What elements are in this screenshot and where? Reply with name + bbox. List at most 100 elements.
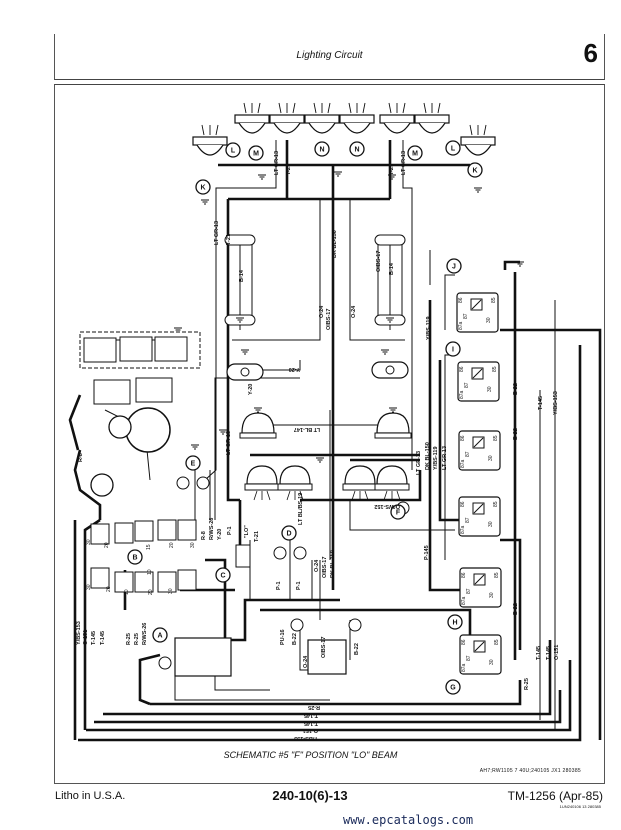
indicator-lamp-icon — [196, 476, 210, 490]
light-ray-icon — [423, 102, 427, 114]
wire — [300, 470, 422, 502]
light-ray-icon — [266, 490, 271, 501]
lamp-bulb-icon — [418, 122, 446, 134]
wire — [402, 140, 413, 420]
drawing-code: AH7;RW1105 7 40U;240105 JX1 280385 — [479, 768, 581, 774]
wire-label: Y/BS-153 — [76, 621, 82, 645]
relay-pin-label: 30 — [487, 386, 493, 392]
connector-label: L — [451, 146, 456, 153]
page-title: Lighting Circuit — [296, 50, 363, 61]
connector-l-icon — [445, 140, 461, 156]
fuse-icon — [157, 571, 177, 593]
relay-coil-line — [472, 368, 483, 379]
relay-pin-label: 30 — [489, 592, 495, 598]
dome-lamp-icon — [376, 412, 410, 434]
wire-label: B-22 — [513, 383, 519, 395]
relay-pin-label: 85 — [491, 297, 497, 303]
wire — [349, 200, 405, 341]
lamp-cap-icon — [269, 114, 305, 124]
relay-pin-label: 85 — [494, 639, 500, 645]
light-ray-icon — [292, 102, 296, 114]
connector-k-icon — [467, 162, 483, 178]
indicator-lamp-icon — [176, 476, 190, 490]
battery-icon — [154, 336, 188, 362]
relay-coil-line — [474, 641, 485, 652]
fuse-rating: 30 — [86, 584, 92, 590]
relay-box — [458, 430, 501, 471]
battery-icon — [119, 336, 153, 362]
indicator-lamp-icon — [348, 618, 362, 632]
connector-k-icon — [195, 179, 211, 195]
connector-m-icon — [407, 145, 423, 161]
relay-pin-label: 87a — [461, 663, 467, 672]
light-ray-icon — [388, 102, 392, 114]
footer-print-note: Litho in U.S.A. — [55, 790, 126, 802]
wire-label: P-1 — [296, 581, 302, 590]
wire-label: P-1 — [276, 581, 282, 590]
wire-label: LT BL-147 — [294, 426, 320, 432]
indicator-lamp-icon — [290, 618, 304, 632]
relay-pin-label: 30 — [486, 317, 492, 323]
wire — [214, 377, 300, 520]
bulb-icon — [385, 365, 395, 375]
light-ray-icon — [257, 102, 261, 114]
lamp-cap-icon — [379, 114, 415, 124]
relay-pin-label: 86 — [459, 366, 465, 372]
selector-switch-icon — [307, 639, 347, 675]
light-ray-icon — [469, 124, 473, 136]
dome-lamp-icon — [241, 412, 275, 434]
components — [79, 102, 524, 695]
headlight-icon — [344, 465, 376, 485]
light-ray-icon — [201, 124, 205, 136]
wire-label: LT GR-13 — [214, 221, 220, 245]
relay-pin-label: 87 — [465, 451, 471, 457]
fuse-icon — [90, 567, 110, 589]
connector-label: H — [452, 620, 457, 627]
fuse-icon — [177, 519, 197, 541]
wire — [428, 300, 470, 592]
wire-label: O-24 — [303, 655, 309, 668]
connector-label: C — [220, 573, 225, 580]
lamp-bulb-icon — [383, 122, 411, 134]
connector-label: A — [157, 633, 162, 640]
relay-pin-label: 86 — [460, 501, 466, 507]
battery-icon — [83, 337, 117, 363]
wire-label: LT GR-13 — [274, 151, 280, 175]
light-ray-icon — [348, 102, 352, 114]
wire — [94, 690, 562, 724]
lamp-cap-icon — [460, 136, 496, 146]
lamp-cap-icon — [234, 114, 270, 124]
fuse-icon — [90, 523, 110, 545]
wire-label: T-21 — [254, 531, 260, 542]
relay-pin-label: 87 — [464, 382, 470, 388]
connector-label: J — [452, 264, 456, 271]
connector-label: K — [200, 185, 205, 192]
wire — [205, 558, 227, 640]
light-ray-icon — [396, 490, 401, 501]
connector-label: M — [412, 151, 418, 158]
relay-box — [459, 567, 502, 608]
connector-label: D — [286, 531, 291, 538]
light-ray-icon — [483, 124, 487, 136]
dimmer-switch-icon — [235, 544, 251, 568]
relay-box — [458, 496, 501, 537]
wire-label: Y/BS-119 — [426, 316, 432, 340]
fuse-icon — [114, 522, 134, 544]
wire-label: R-25 — [524, 678, 530, 690]
wire-label: B-22 — [513, 428, 519, 440]
headlight-icon — [246, 465, 278, 485]
fuse-icon — [177, 569, 197, 591]
wire-label: OIBS-17 — [376, 251, 382, 272]
fuse-rating: 15 — [146, 544, 152, 550]
wire-label: Y/BS-119 — [433, 446, 439, 470]
fuse-rating: 20 — [169, 542, 175, 548]
tube-lamp-icon — [224, 234, 256, 246]
wire — [138, 653, 161, 706]
relay-pin-label: 30 — [488, 521, 494, 527]
fuse-icon — [134, 571, 154, 593]
connector-l-icon — [225, 142, 241, 158]
headlight-base — [342, 483, 378, 491]
relay-pin-label: 87a — [459, 390, 465, 399]
fuse-rating: 20 — [104, 542, 110, 548]
fuse-icon — [134, 520, 154, 542]
